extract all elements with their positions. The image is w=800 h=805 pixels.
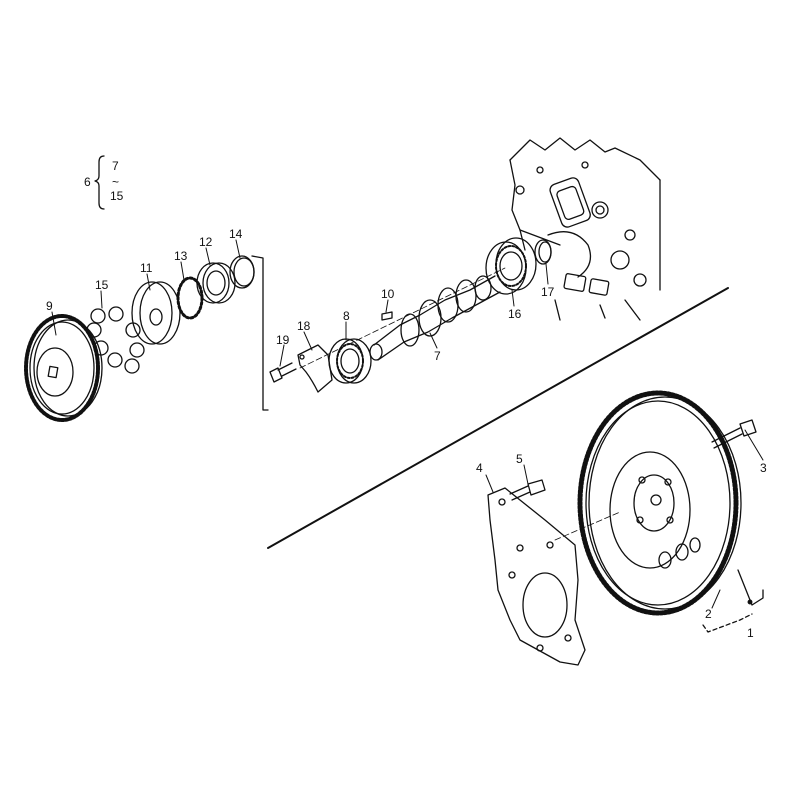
assembly-bracket-dashed xyxy=(702,613,753,633)
callout-12: 12 xyxy=(199,235,213,249)
leader-dot xyxy=(747,599,753,605)
camshaft xyxy=(369,275,501,361)
assembly-bracket xyxy=(737,569,764,606)
callout-labels: 9 15 11 13 12 14 19 18 8 10 7 16 17 4 5 … xyxy=(46,159,767,640)
bolt-5 xyxy=(509,479,546,501)
kit-range-sep: ~ xyxy=(112,175,119,189)
leader-lines xyxy=(51,239,764,609)
callout-3: 3 xyxy=(760,461,767,475)
callout-17: 17 xyxy=(541,285,555,299)
kit-range-from: 7 xyxy=(112,159,119,173)
callout-15: 15 xyxy=(95,278,109,292)
kit-bracket xyxy=(94,155,105,210)
snap-ring xyxy=(229,255,255,289)
thrust-plate xyxy=(131,281,181,345)
section-divider xyxy=(267,287,729,549)
callout-13: 13 xyxy=(174,249,188,263)
callout-8: 8 xyxy=(343,309,350,323)
bearing-12 xyxy=(196,262,236,304)
callout-1: 1 xyxy=(747,626,754,640)
callout-7: 7 xyxy=(434,349,441,363)
axis-line-cam xyxy=(299,267,506,369)
o-ring xyxy=(534,239,552,265)
retainer-plate xyxy=(297,344,333,393)
flywheel-housing-plate xyxy=(487,487,586,666)
callout-9: 9 xyxy=(46,299,53,313)
callout-5: 5 xyxy=(516,452,523,466)
bearing-8 xyxy=(328,338,372,384)
callout-4: 4 xyxy=(476,461,483,475)
cam-gear xyxy=(24,314,103,422)
kit-label: 6 xyxy=(84,175,91,189)
flywheel xyxy=(577,390,742,616)
callout-16: 16 xyxy=(508,307,522,321)
group-bracket-line xyxy=(251,255,269,411)
engine-block xyxy=(509,137,661,321)
bolt-3 xyxy=(711,419,757,449)
kit-range-to: 15 xyxy=(110,189,124,203)
bolt-19 xyxy=(269,362,297,383)
callout-2: 2 xyxy=(705,607,712,621)
callout-19: 19 xyxy=(276,333,290,347)
axis-line-flywheel xyxy=(554,511,621,541)
woodruff-key xyxy=(381,311,393,321)
bearing-16 xyxy=(485,237,537,295)
ball-retainer xyxy=(176,276,204,320)
callout-18: 18 xyxy=(297,319,311,333)
callout-14: 14 xyxy=(229,227,243,241)
callout-10: 10 xyxy=(381,287,395,301)
callout-11: 11 xyxy=(140,261,153,275)
